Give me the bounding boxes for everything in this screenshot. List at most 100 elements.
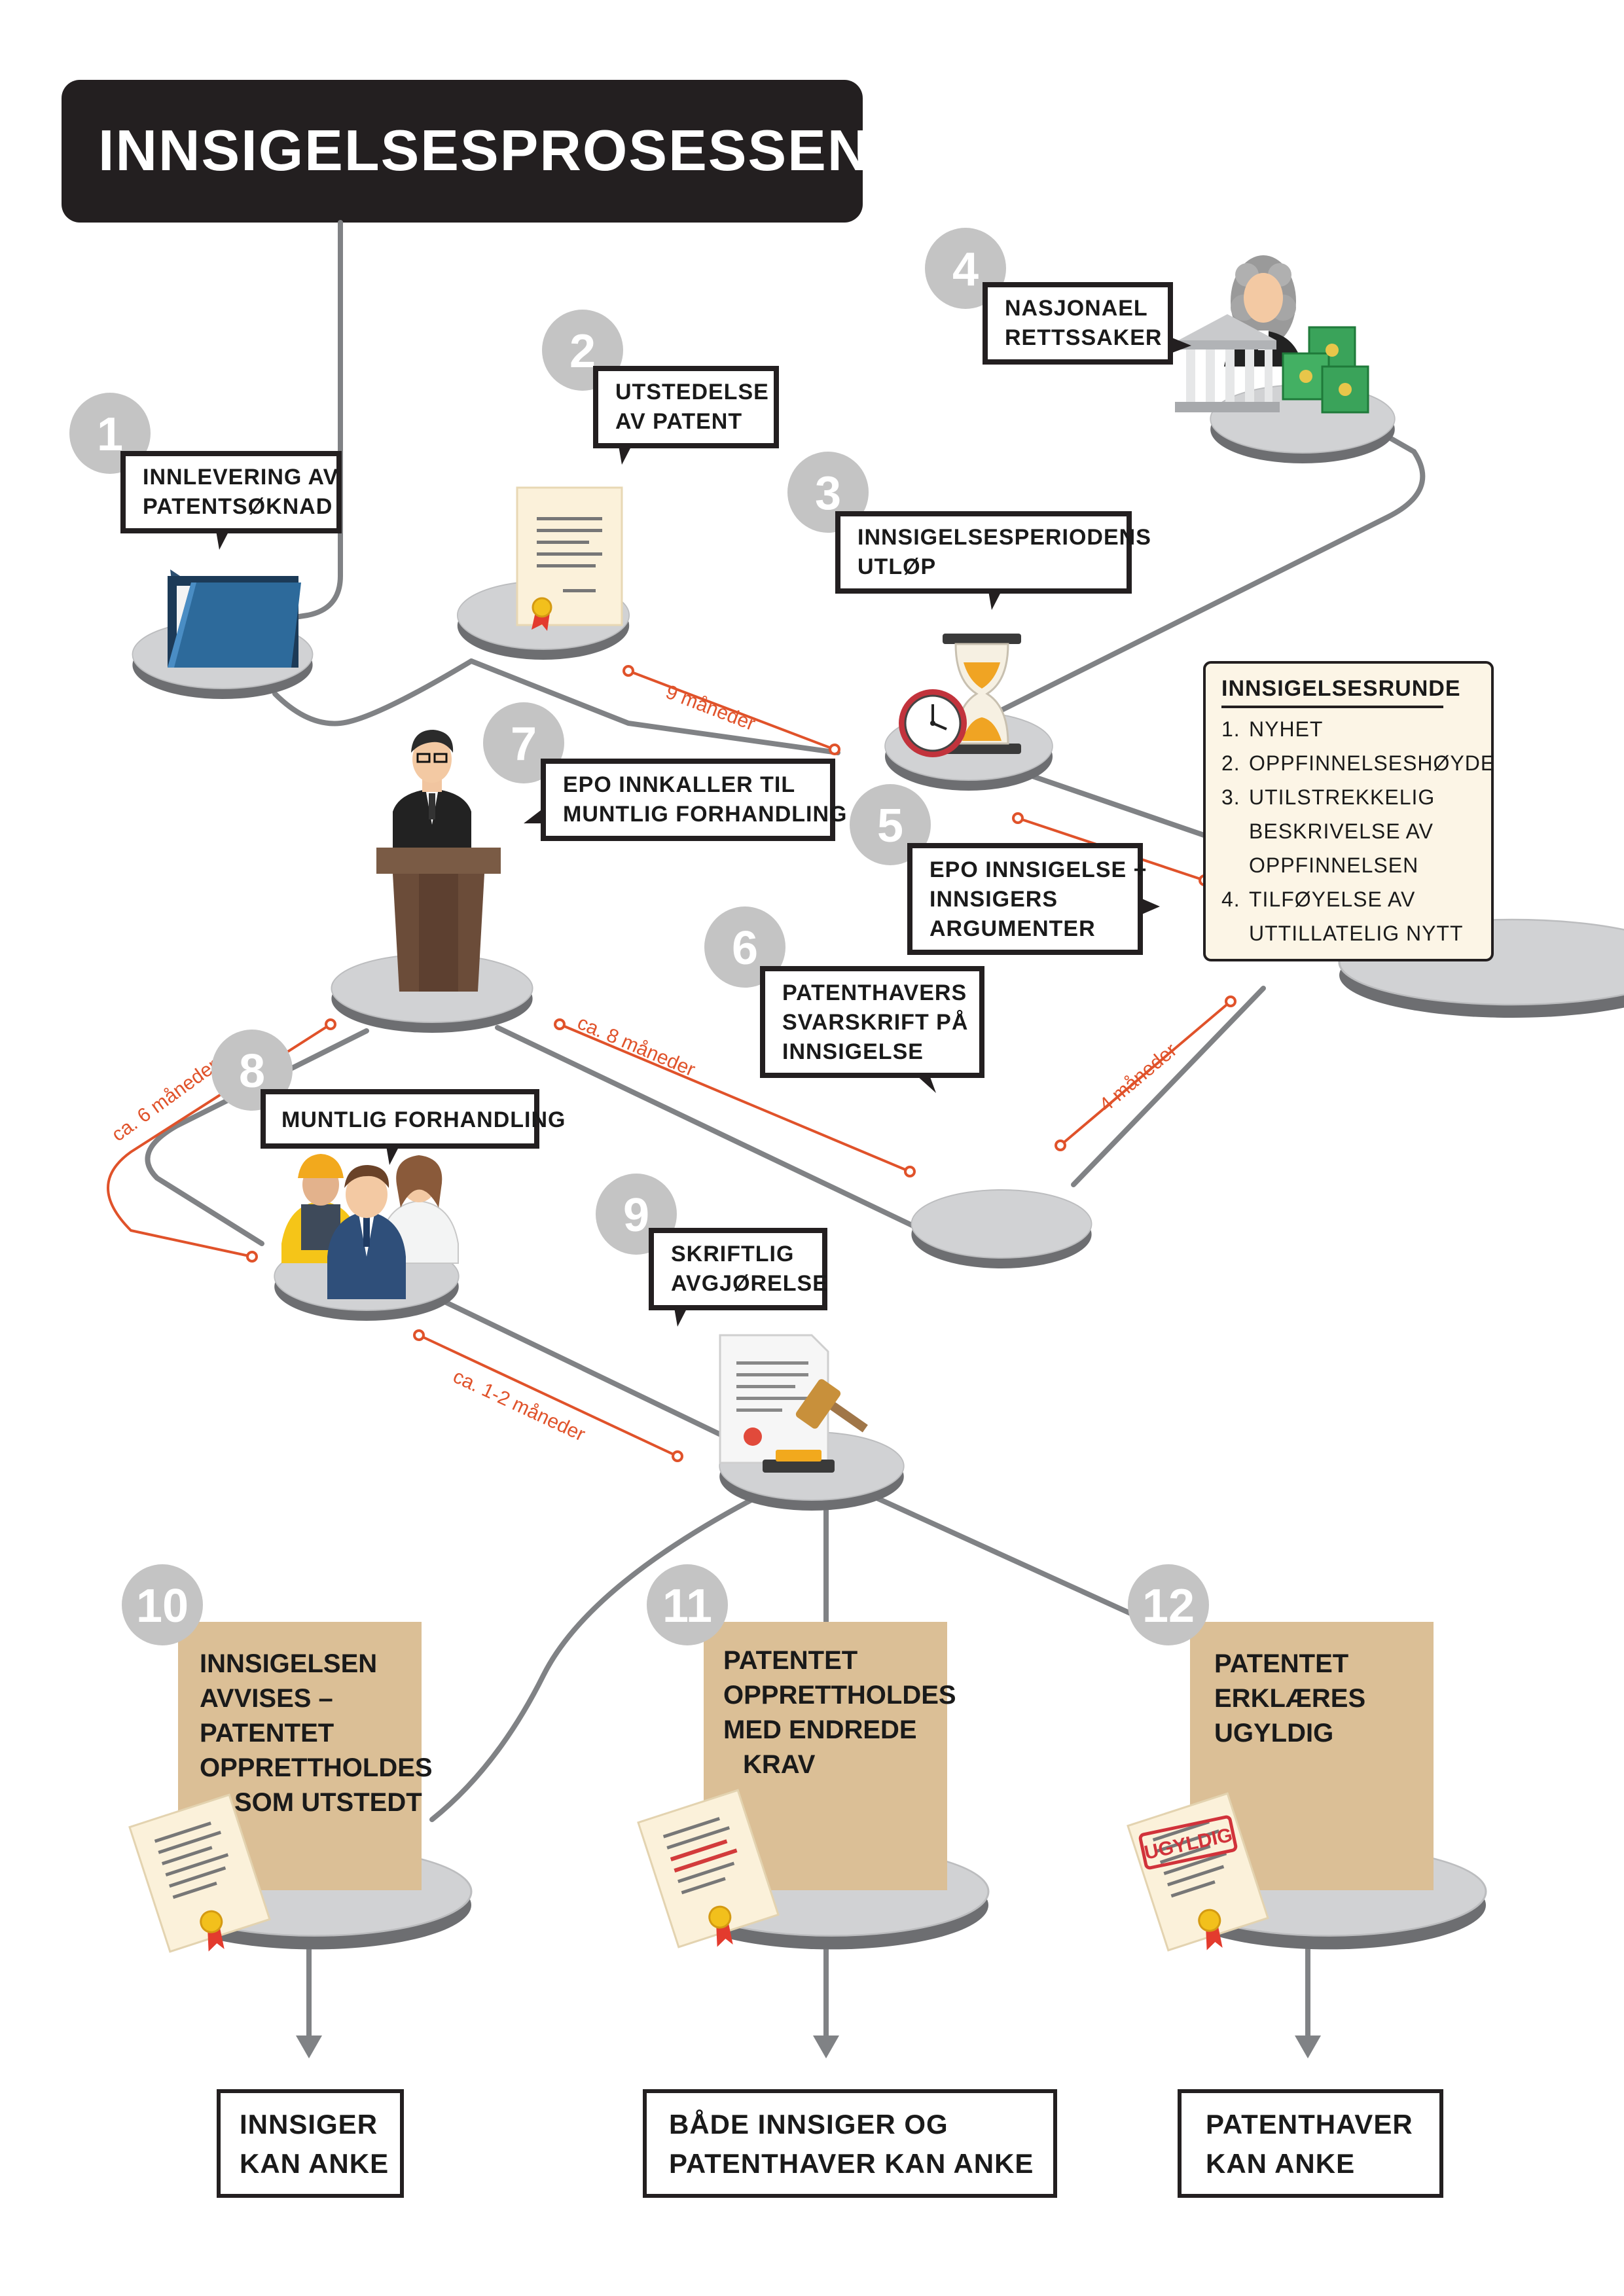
- result-12-line: PATENTET: [1214, 1649, 1348, 1678]
- svg-text:10: 10: [136, 1580, 189, 1632]
- outcome-2: BÅDE INNSIGER OG PATENTHAVER KAN ANKE: [643, 2089, 1057, 2198]
- outcome-3-line: KAN ANKE: [1206, 2148, 1355, 2179]
- outcome-2-line: BÅDE INNSIGER OG: [669, 2109, 948, 2140]
- round-item-4: UTTILLATELIG NYTT: [1249, 922, 1464, 945]
- label-step-7-line: EPO INNKALLER TIL: [563, 772, 795, 797]
- label-step-1-line: PATENTSØKNAD: [143, 494, 333, 519]
- result-10-line: AVVISES –: [200, 1684, 333, 1713]
- patent-certificate-icon: [516, 486, 623, 631]
- label-step-8-line: MUNTLIG FORHANDLING: [281, 1107, 566, 1132]
- svg-text:7: 7: [511, 718, 537, 770]
- svg-text:9: 9: [623, 1189, 649, 1242]
- label-step-3: INNSIGELSESPERIODENS UTLØP: [835, 511, 1151, 610]
- label-step-4-line: NASJONAEL: [1005, 296, 1148, 321]
- result-11-line: PATENTET: [723, 1646, 857, 1675]
- result-12-line: ERKLÆRES: [1214, 1684, 1365, 1713]
- label-step-9-line: AVGJØRELSE: [671, 1271, 828, 1296]
- courthouse-icon: [1175, 314, 1280, 412]
- opposition-round-panel: INNSIGELSESRUNDE 1. NYHET 2. OPPFINNELSE…: [1203, 661, 1495, 961]
- hourglass-icon: [943, 634, 1021, 754]
- label-step-4-line: RETTSSAKER: [1005, 325, 1162, 350]
- gavel-icon: [763, 1379, 868, 1473]
- round-item-2: OPPFINNELSESHØYDE: [1249, 751, 1495, 775]
- money-icon: [1282, 326, 1369, 414]
- result-11-line: OPPRETTHOLDES: [723, 1681, 956, 1710]
- title-banner: INNSIGELSESPROSESSEN: [62, 80, 870, 223]
- outcome-1-line: KAN ANKE: [240, 2148, 389, 2179]
- result-12-line: UGYLDIG: [1214, 1719, 1333, 1748]
- label-step-6-line: PATENTHAVERS: [782, 980, 967, 1005]
- label-step-6: PATENTHAVERS SVARSKRIFT PÅ INNSIGELSE: [760, 966, 984, 1093]
- timing-dots: [246, 665, 1236, 1462]
- folder-icon: [168, 569, 301, 668]
- label-step-3-line: INNSIGELSESPERIODENS: [857, 525, 1151, 550]
- round-item-1-num: 1.: [1221, 717, 1240, 741]
- result-10-line: PATENTET: [200, 1719, 334, 1748]
- label-step-6-line: SVARSKRIFT PÅ: [782, 1010, 968, 1035]
- outcome-2-line: PATENTHAVER KAN ANKE: [669, 2148, 1034, 2179]
- clock-icon: [899, 689, 967, 757]
- round-item-4-num: 4.: [1221, 888, 1240, 911]
- label-step-5-line: INNSIGERS: [929, 887, 1058, 912]
- outcome-1-line: INNSIGER: [240, 2109, 378, 2140]
- outcome-3-line: PATENTHAVER: [1206, 2109, 1413, 2140]
- label-step-5-line: ARGUMENTER: [929, 916, 1096, 941]
- result-11-line: KRAV: [743, 1750, 816, 1779]
- podium-icon: [376, 848, 501, 992]
- round-item-2-num: 2.: [1221, 751, 1240, 775]
- timing-4-months: 4 måneder: [1095, 1039, 1181, 1116]
- people-icon: [281, 1154, 459, 1299]
- svg-text:1: 1: [97, 408, 123, 461]
- svg-text:4: 4: [952, 243, 979, 296]
- svg-text:8: 8: [239, 1045, 265, 1098]
- label-step-3-line: UTLØP: [857, 554, 936, 579]
- label-step-5: EPO INNSIGELSE + INNSIGERS ARGUMENTER: [907, 843, 1160, 955]
- round-item-3: BESKRIVELSE AV: [1249, 819, 1434, 843]
- label-step-1: INNLEVERING AV PATENTSØKNAD: [120, 451, 342, 550]
- label-step-8: MUNTLIG FORHANDLING: [261, 1089, 566, 1165]
- label-step-1-line: INNLEVERING AV: [143, 465, 338, 490]
- label-step-9-line: SKRIFTLIG: [671, 1242, 794, 1266]
- result-11-line: MED ENDREDE: [723, 1715, 917, 1744]
- result-10-line: INNSIGELSEN: [200, 1649, 377, 1678]
- round-item-4: TILFØYELSE AV: [1249, 888, 1415, 911]
- svg-text:3: 3: [815, 467, 841, 520]
- timing-9-months: 9 måneder: [662, 681, 758, 735]
- svg-text:12: 12: [1142, 1580, 1195, 1632]
- svg-text:5: 5: [877, 800, 903, 852]
- outcome-1: INNSIGER KAN ANKE: [217, 2089, 404, 2198]
- label-step-2-line: AV PATENT: [615, 409, 742, 434]
- process-connectors: [145, 220, 1426, 2041]
- label-step-5-line: EPO INNSIGELSE +: [929, 857, 1147, 882]
- round-item-3: UTILSTREKKELIG: [1249, 785, 1435, 809]
- label-step-9: SKRIFTLIG AVGJØRELSE: [649, 1228, 828, 1327]
- svg-text:2: 2: [569, 325, 596, 378]
- judge-icon: [1224, 255, 1303, 367]
- label-step-7-line: MUNTLIG FORHANDLING: [563, 802, 848, 827]
- step-number-10: 10: [122, 1564, 203, 1645]
- step-numbers: 1 2 3 4 5 6 7 8 9 10 11 12: [69, 228, 1209, 1645]
- round-title: INNSIGELSESRUNDE: [1221, 676, 1461, 701]
- result-10-line: SOM UTSTEDT: [234, 1788, 422, 1817]
- round-item-1: NYHET: [1249, 717, 1323, 741]
- arrowheads: [296, 2036, 1321, 2058]
- label-step-2-line: UTSTEDELSE: [615, 380, 769, 404]
- label-step-6-line: INNSIGELSE: [782, 1039, 924, 1064]
- page-title: INNSIGELSESPROSESSEN: [98, 118, 870, 183]
- round-item-3: OPPFINNELSEN: [1249, 853, 1418, 877]
